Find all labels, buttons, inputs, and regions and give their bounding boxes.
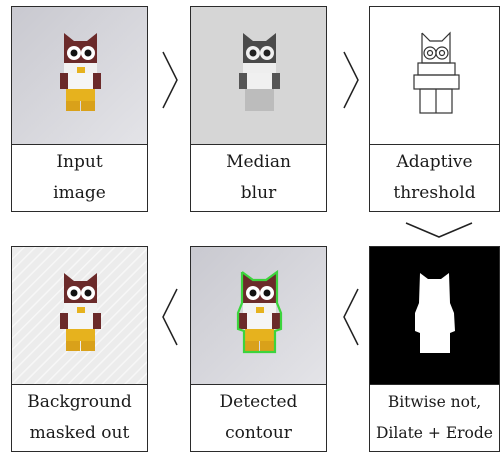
caption-line-1: Median: [226, 151, 291, 172]
green-contour-outline: [236, 269, 283, 354]
caption-line-2: contour: [225, 422, 292, 443]
masked-owl-image: [12, 247, 147, 384]
caption-line-2: Dilate + Erode: [376, 423, 493, 442]
adaptive-threshold-thumbnail: [370, 7, 499, 145]
detected-contour-thumbnail: [191, 247, 326, 385]
caption-line-2: image: [53, 182, 106, 203]
threshold-outline-image: [370, 7, 499, 144]
caption-line-1: Input: [56, 151, 103, 172]
caption-line-1: Background: [27, 391, 132, 412]
median-blur-caption: Median blur: [191, 144, 326, 211]
background-masked-caption: Background masked out: [12, 384, 147, 451]
binary-mask-image: [370, 247, 499, 384]
caption-line-2: blur: [240, 182, 277, 203]
step-card-detected-contour: Detected contour: [190, 246, 327, 452]
contour-owl-image: [191, 247, 326, 384]
caption-line-2: threshold: [393, 182, 476, 203]
mask-thumbnail: [370, 247, 499, 385]
input-image-caption: Input image: [12, 144, 147, 211]
caption-line-1: Adaptive: [396, 151, 473, 172]
right-chevron-icon: [162, 51, 178, 109]
input-image-thumbnail: [12, 7, 147, 145]
right-chevron-icon: [343, 51, 359, 109]
adaptive-threshold-caption: Adaptive threshold: [370, 144, 499, 211]
left-chevron-icon: [162, 288, 178, 346]
down-chevron-icon: [405, 222, 473, 238]
owl-photo-image: [12, 7, 147, 144]
bitwise-caption: Bitwise not, Dilate + Erode: [370, 384, 499, 451]
caption-line-1: Bitwise not,: [387, 392, 482, 411]
step-card-background-masked: Background masked out: [11, 246, 148, 452]
caption-line-2: masked out: [29, 422, 130, 443]
background-masked-thumbnail: [12, 247, 147, 385]
blurred-owl-image: [191, 7, 326, 144]
median-blur-thumbnail: [191, 7, 326, 145]
caption-line-1: Detected: [219, 391, 298, 412]
step-card-bitwise-dilate-erode: Bitwise not, Dilate + Erode: [369, 246, 500, 452]
detected-contour-caption: Detected contour: [191, 384, 326, 451]
left-chevron-icon: [343, 288, 359, 346]
step-card-median-blur: Median blur: [190, 6, 327, 212]
step-card-input-image: Input image: [11, 6, 148, 212]
step-card-adaptive-threshold: Adaptive threshold: [369, 6, 500, 212]
white-mask-shape: [415, 273, 455, 353]
